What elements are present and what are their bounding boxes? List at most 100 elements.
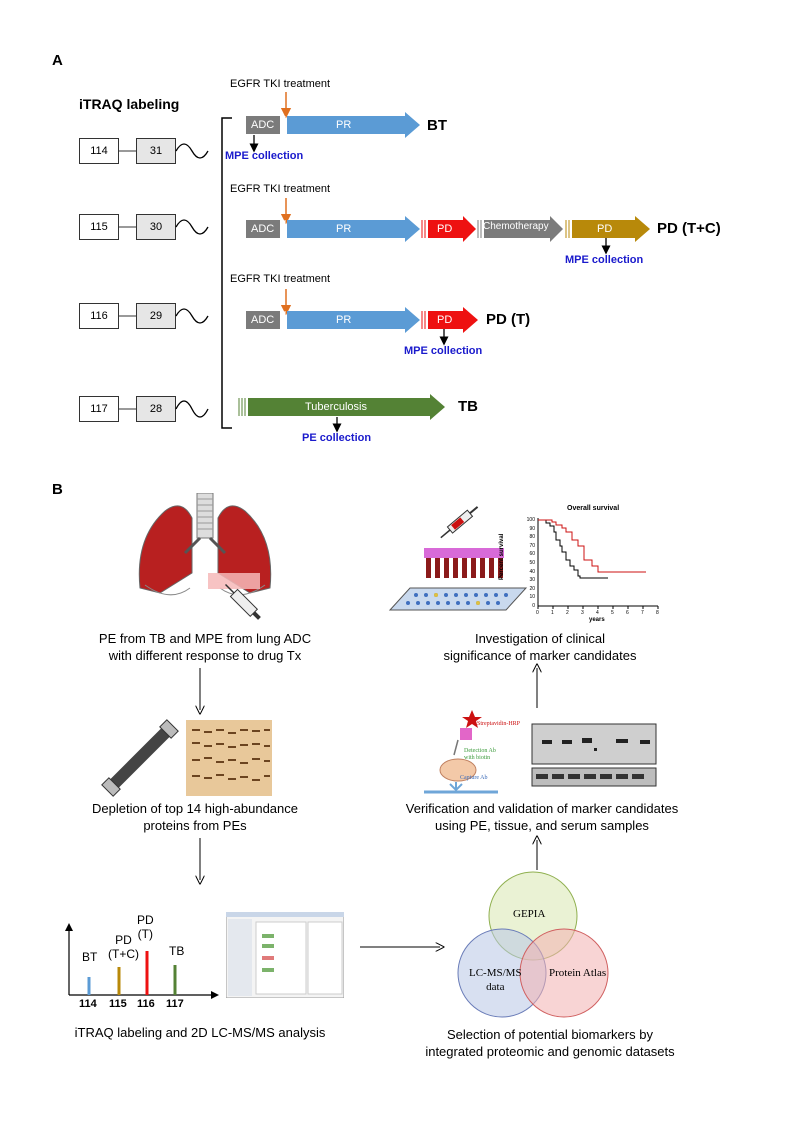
- itraq-labeling-title: iTRAQ labeling: [79, 96, 180, 112]
- caption-line: significance of marker candidates: [443, 648, 637, 663]
- step1-caption: PE from TB and MPE from lung ADC with di…: [40, 630, 370, 664]
- survival-curve-black: [538, 519, 608, 579]
- sample-30-label: 30: [149, 221, 163, 233]
- pr-label: PR: [336, 223, 352, 235]
- ms-tick-114: 114: [79, 998, 97, 1010]
- pd-label-2: PD: [597, 223, 613, 235]
- survival-x-tick: 0: [536, 610, 539, 616]
- lungs-illustration: [138, 493, 272, 620]
- pr-label: PR: [336, 119, 352, 131]
- venn-diagram: [457, 871, 609, 1018]
- tag-116-label: 116: [90, 310, 108, 322]
- caption-line: with different response to drug Tx: [108, 648, 302, 663]
- star-icon: [462, 710, 482, 728]
- caption-line: PE from TB and MPE from lung ADC: [98, 631, 312, 646]
- elisa-label-capture: Capture Ab: [460, 775, 488, 781]
- survival-x-tick: 5: [611, 610, 614, 616]
- survival-y-tick: 20: [529, 585, 535, 592]
- panel-a-label: A: [52, 52, 63, 69]
- adc-segment: [246, 116, 280, 134]
- chemotherapy-arrow: [484, 216, 563, 242]
- survival-y-tick: 0: [532, 603, 535, 609]
- ms-label-bt: BT: [82, 950, 98, 964]
- survival-y-tick: 80: [529, 534, 535, 541]
- pr-label: PR: [336, 314, 352, 326]
- x-axis-arrowhead: [211, 991, 219, 999]
- caption-line: proteins from PEs: [143, 818, 247, 833]
- pd-label: PD: [437, 223, 453, 235]
- mpe-collection-label: MPE collection: [225, 150, 304, 162]
- depletion-illustration: [101, 719, 272, 797]
- venn-label-gepia: GEPIA: [513, 908, 546, 920]
- adc-label: ADC: [251, 314, 275, 326]
- survival-x-tick: 2: [566, 610, 569, 616]
- tuberculosis-label: Tuberculosis: [305, 401, 367, 413]
- wave-icon: [175, 143, 209, 159]
- result-bt: BT: [427, 117, 447, 134]
- ms-tick-117: 117: [166, 998, 184, 1010]
- caption-line: Investigation of clinical: [474, 631, 606, 646]
- software-screenshot-thumbnail: [226, 912, 344, 998]
- sample-28-box: 28: [136, 396, 176, 422]
- result-pd-t: PD (T): [486, 311, 531, 328]
- pr-arrow: [287, 216, 420, 242]
- survival-x-tick: 4: [596, 610, 599, 616]
- caption-line: using PE, tissue, and serum samples: [435, 818, 649, 833]
- wave-icon: [175, 219, 209, 235]
- survival-y-tick: 50: [529, 560, 535, 566]
- survival-plot: [537, 518, 659, 609]
- survival-y-tick: 100: [526, 517, 535, 523]
- survival-y-tick: 70: [529, 542, 535, 549]
- tag-117-label: 117: [90, 403, 108, 415]
- tag-115-label: 115: [90, 221, 108, 233]
- ms-label-tb: TB: [169, 944, 185, 958]
- survival-x-tick: 6: [626, 610, 629, 616]
- result-tb: TB: [458, 398, 478, 415]
- mpe-collection-label: MPE collection: [404, 345, 483, 357]
- pr-arrow: [287, 307, 420, 333]
- ms-label-pd-tc: PD (T+C): [108, 933, 139, 961]
- adc-label: ADC: [251, 119, 275, 131]
- survival-y-tick: 40: [529, 568, 535, 575]
- survival-x-tick: 3: [581, 610, 584, 616]
- pe-collection-label: PE collection: [302, 432, 372, 444]
- sample-28-label: 28: [149, 403, 163, 415]
- wave-icon: [175, 308, 209, 324]
- mpe-collection-label: MPE collection: [565, 254, 644, 266]
- survival-y-tick: 10: [529, 594, 535, 601]
- tag-115-box: 115: [79, 214, 119, 240]
- step6-caption: Investigation of clinical significance o…: [390, 630, 690, 664]
- sample-31-box: 31: [136, 138, 176, 164]
- step4-caption: Selection of potential biomarkers by int…: [385, 1026, 715, 1060]
- group-bracket: [221, 117, 232, 429]
- survival-curve-red: [538, 519, 646, 573]
- survival-xlabel: years: [589, 617, 605, 623]
- tag-116-box: 116: [79, 303, 119, 329]
- adc-segment: [246, 311, 280, 329]
- survival-x-tick: 1: [551, 610, 554, 616]
- tag-114-box: 114: [79, 138, 119, 164]
- venn-label-lcms: LC-MS/MS data: [469, 967, 522, 993]
- tag-117-box: 117: [79, 396, 119, 422]
- elisa-western-illustration: [424, 710, 657, 794]
- adc-segment: [246, 220, 280, 238]
- panel-a-diagram: [119, 92, 650, 433]
- pr-arrow: [287, 112, 420, 138]
- survival-y-tick: 60: [529, 551, 535, 558]
- step2-caption: Depletion of top 14 high-abundance prote…: [40, 800, 350, 834]
- wave-icon: [175, 400, 209, 418]
- ms-tick-116: 116: [137, 998, 155, 1010]
- sample-plate-illustration: [388, 506, 528, 611]
- survival-title: Overall survival: [567, 505, 620, 512]
- pd-arrow: [428, 307, 478, 333]
- step5-caption: Verification and validation of marker ca…: [362, 800, 722, 834]
- sample-29-box: 29: [136, 303, 176, 329]
- caption-line: Depletion of top 14 high-abundance: [92, 801, 298, 816]
- egfr-label: EGFR TKI treatment: [230, 273, 331, 285]
- ms-label-pd-t: PD (T): [137, 913, 154, 941]
- adc-label: ADC: [251, 223, 275, 235]
- elisa-label-detection: Detection Ab with biotin: [464, 748, 496, 761]
- tag-114-label: 114: [90, 145, 108, 157]
- caption-line: integrated proteomic and genomic dataset…: [425, 1044, 675, 1059]
